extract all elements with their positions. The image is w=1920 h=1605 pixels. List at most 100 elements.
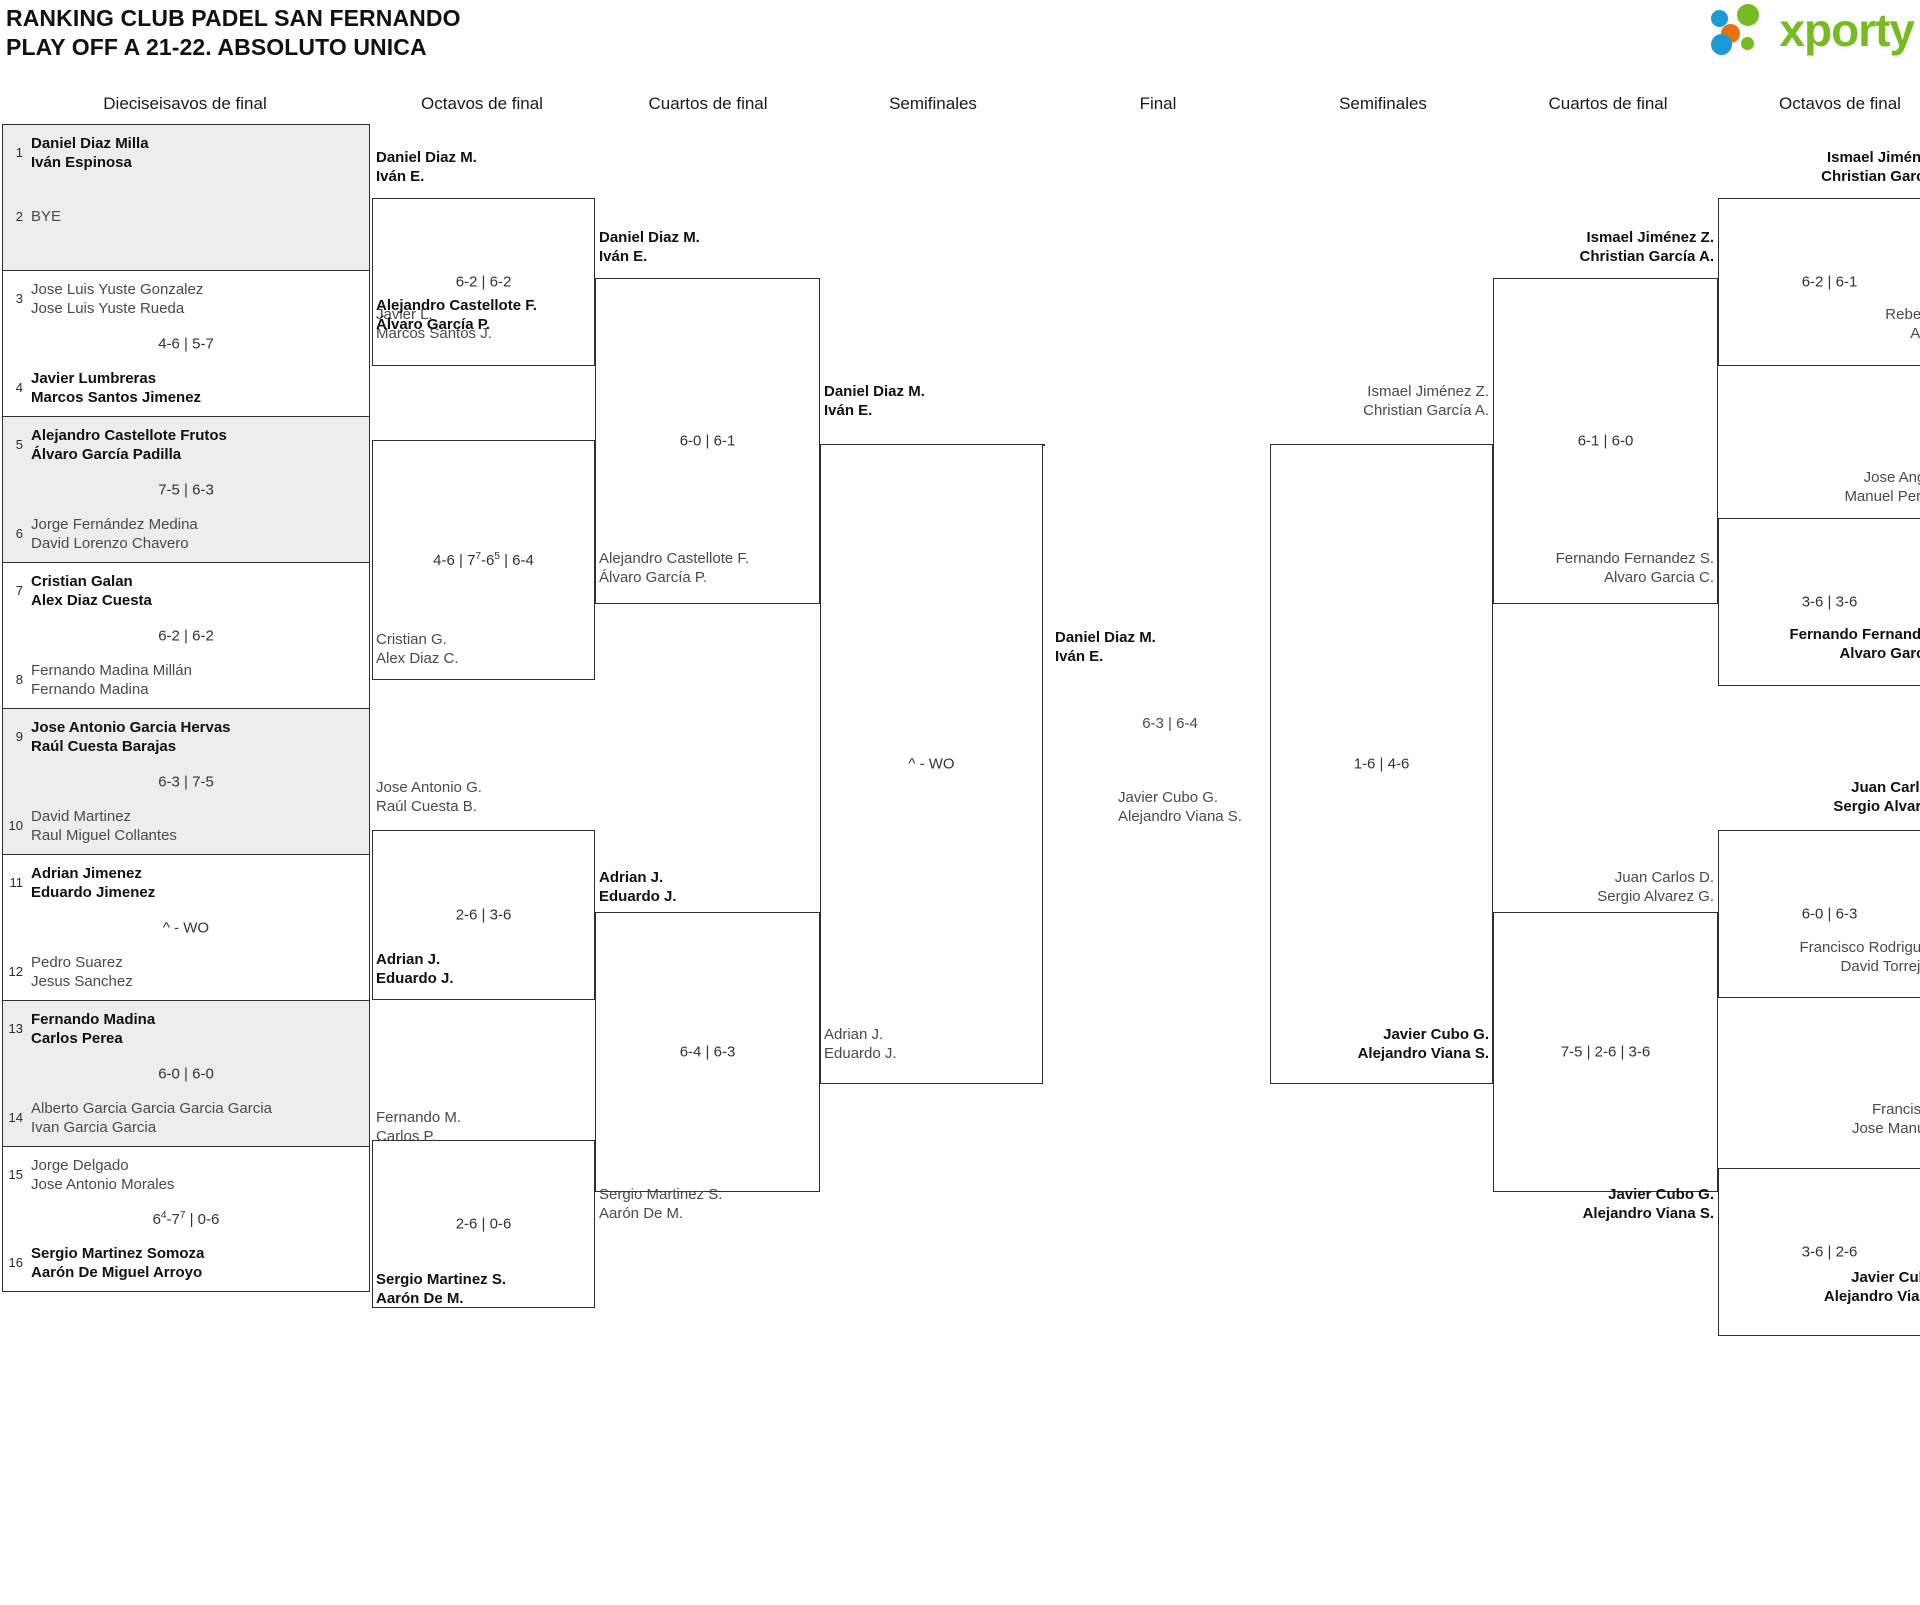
semifinal-left-match[interactable]: ^ - WO: [820, 444, 1043, 1084]
octavos-left-match-2[interactable]: 4-6 | 77-65 | 6-4: [372, 440, 595, 680]
seed-number: 10: [8, 818, 23, 833]
spacer[interactable]: [1043, 444, 1045, 446]
round-header-1: Octavos de final: [421, 94, 543, 113]
cuartos-right-match-2[interactable]: 7-5 | 2-6 | 3-6: [1493, 912, 1718, 1192]
match-score: 6-1 | 6-0: [1577, 432, 1634, 450]
match-score: 6-0 | 6-3: [1801, 905, 1858, 923]
octavos-right-player-bot-3: Francisco RodriguezDavid Torrejón: [1799, 939, 1920, 975]
octavos-left-match-1[interactable]: 6-2 | 6-2: [372, 198, 595, 366]
xporty-wordmark: xporty: [1779, 4, 1915, 56]
cuartos-right-player-top-2: Juan Carlos D.Sergio Alvarez G.: [1597, 869, 1714, 905]
match-score: 2-6 | 3-6: [455, 906, 512, 924]
semifinal-right-match[interactable]: 1-6 | 4-6: [1270, 444, 1493, 1084]
match-score: 6-2 | 6-1: [1801, 273, 1858, 291]
round-header-0: Dieciseisavos de final: [103, 94, 267, 113]
round-header-7: Octavos de final: [1779, 94, 1901, 113]
octavos-left-player-bot-1: Javier L.Marcos Santos J.: [376, 306, 492, 342]
cuartos-left-match-1[interactable]: 6-0 | 6-1: [595, 278, 820, 604]
match-score: ^ - WO: [162, 919, 210, 936]
octavos-left-match-3[interactable]: 2-6 | 3-6: [372, 830, 595, 1000]
octavos-left-player-bot-3: Adrian J.Eduardo J.: [376, 951, 454, 987]
match-score: 6-2 | 6-2: [158, 627, 214, 644]
octavos-left-player-bot-2: Cristian G.Alex Diaz C.: [376, 631, 459, 667]
octavos-right-player-top-4: FranciscoJose Manuel: [1851, 1101, 1920, 1137]
match-score: 1-6 | 4-6: [1353, 755, 1410, 773]
cuartos-right-player-top-1: Ismael Jiménez Z.Christian García A.: [1579, 229, 1715, 265]
seed-number: 2: [15, 208, 23, 224]
round-header-4: Final: [1139, 94, 1177, 113]
octavos-right-match-3[interactable]: 6-0 | 6-3: [1718, 830, 1920, 998]
seed-number: 8: [15, 672, 23, 687]
cuartos-right-player-bot-2: Javier Cubo G.Alejandro Viana S.: [1582, 1186, 1714, 1222]
xporty-dots-icon: [1711, 4, 1773, 56]
match-score: 2-6 | 0-6: [455, 1215, 512, 1233]
octavos-right-player-top-2: Jose AngelManuel Perez: [1844, 469, 1920, 505]
octavos-right-match-1[interactable]: 6-2 | 6-1: [1718, 198, 1920, 366]
match-score: 3-6 | 2-6: [1801, 1243, 1858, 1261]
semifinal-left-player-bot: Adrian J.Eduardo J.: [824, 1026, 897, 1062]
seed-number: 6: [15, 526, 23, 541]
seed-number: 12: [8, 964, 23, 979]
final-player-bot: Javier Cubo G.Alejandro Viana S.: [1118, 789, 1242, 825]
match-score: 6-0 | 6-1: [679, 432, 736, 450]
round-header-2: Cuartos de final: [648, 94, 768, 113]
cuartos-right-player-bot-1: Fernando Fernandez S.Alvaro Garcia C.: [1555, 550, 1714, 586]
match-score: 7-5 | 2-6 | 3-6: [1560, 1043, 1651, 1061]
match-score: 6-3 | 7-5: [158, 773, 214, 790]
match-score: 64-77 | 0-6: [152, 1210, 220, 1228]
cuartos-left-player-bot-2: Sergio Martinez S.Aarón De M.: [599, 1186, 723, 1222]
octavos-right-player-top-3: Juan CarlosSergio Alvarez: [1833, 779, 1920, 815]
octavos-left-player-top-3: Jose Antonio G.Raúl Cuesta B.: [376, 779, 482, 815]
match-score: 4-6 | 77-65 | 6-4: [433, 551, 534, 569]
octavos-right-player-top-1: Ismael JiménezChristian García: [1821, 149, 1920, 185]
page-title: RANKING CLUB PADEL SAN FERNANDO PLAY OFF…: [6, 5, 461, 61]
final-player-top: Daniel Diaz M.Iván E.: [1055, 629, 1156, 665]
octavos-right-match-2[interactable]: 3-6 | 3-6: [1718, 518, 1920, 686]
octavos-left-match-4[interactable]: 2-6 | 0-6: [372, 1140, 595, 1308]
octavos-left-player-top-1: Daniel Diaz M.Iván E.: [376, 149, 477, 185]
round-header-3: Semifinales: [889, 94, 977, 113]
match-score: 6-2 | 6-2: [455, 273, 512, 291]
cuartos-left-player-top-1: Daniel Diaz M.Iván E.: [599, 229, 700, 265]
octavos-right-player-bot-4: Javier CuboAlejandro Viana: [1823, 1269, 1920, 1305]
cuartos-left-match-2[interactable]: 6-4 | 6-3: [595, 912, 820, 1192]
match-score: ^ - WO: [908, 755, 955, 773]
seed-number: 9: [15, 729, 23, 744]
seed-number: 3: [15, 291, 23, 306]
seed-number: 1: [15, 145, 23, 160]
cuartos-right-match-1[interactable]: 6-1 | 6-0: [1493, 278, 1718, 604]
cuartos-left-player-top-2: Adrian J.Eduardo J.: [599, 869, 677, 905]
seed-number: 5: [15, 437, 23, 452]
octavos-right-match-4[interactable]: 3-6 | 2-6: [1718, 1168, 1920, 1336]
seed-number: 11: [9, 875, 24, 890]
